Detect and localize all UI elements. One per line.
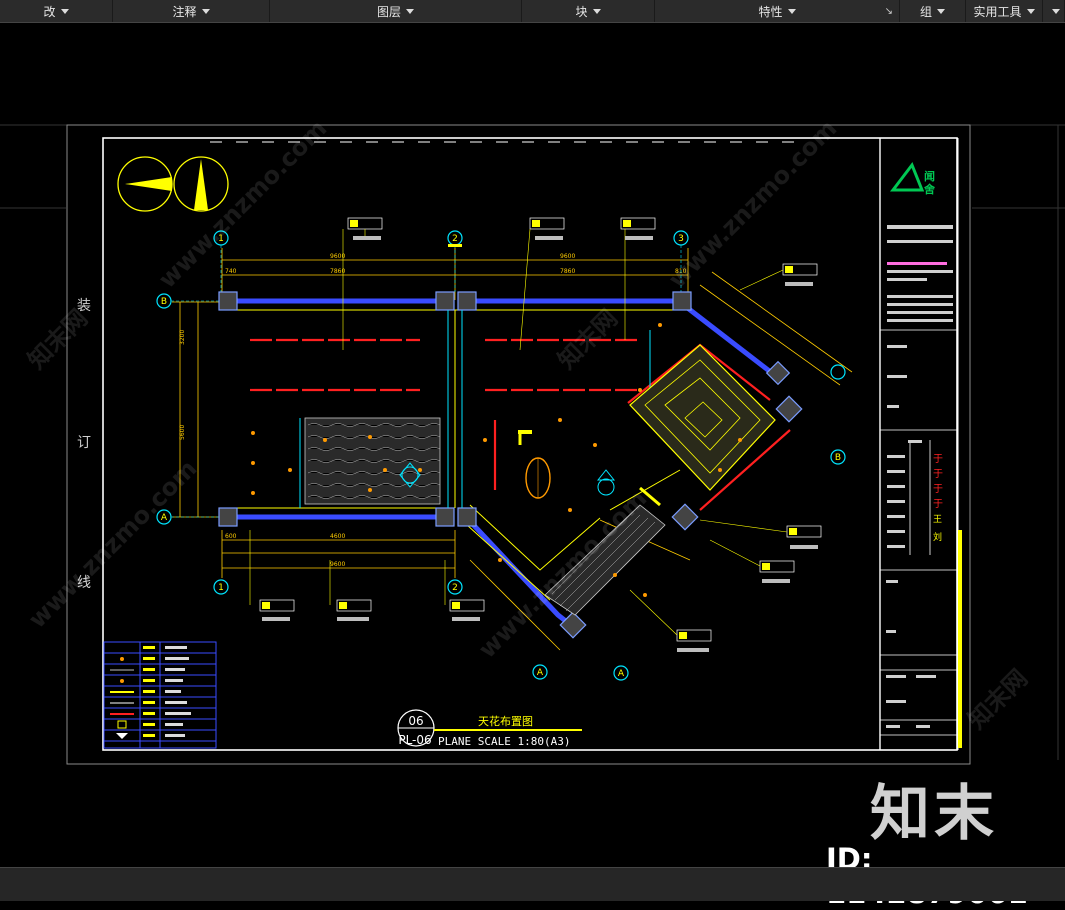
- chevron-down-icon: [787, 8, 796, 14]
- grid-label: 1: [218, 583, 224, 593]
- binding-mark: 线: [77, 575, 91, 591]
- layers-panel-dropdown[interactable]: 图层: [270, 0, 522, 22]
- block-panel-label: 块: [575, 4, 588, 19]
- svg-text:7860: 7860: [560, 268, 575, 275]
- layers-panel-label: 图层: [376, 4, 401, 19]
- grid-label: 1: [218, 234, 224, 244]
- modify-panel-dropdown[interactable]: 改: [0, 0, 113, 22]
- chevron-down-icon: [406, 8, 414, 14]
- grid-label: A: [161, 513, 168, 523]
- legend-table: [103, 641, 217, 749]
- ribbon-panel-bar: 改 注释 图层 块 特性 ↘ 组 实用工具: [0, 0, 1065, 23]
- chevron-down-icon: [1026, 8, 1035, 14]
- company-logo-icon: 闻 舍: [889, 161, 936, 196]
- svg-text:7860: 7860: [330, 268, 345, 275]
- section-marker-icon: [399, 462, 616, 496]
- chevron-down-icon: [201, 8, 210, 14]
- chevron-down-icon: [1052, 8, 1060, 14]
- chevron-down-icon: [60, 8, 69, 14]
- svg-text:740: 740: [225, 268, 237, 275]
- svg-text:5600: 5600: [179, 425, 186, 440]
- dimension-lines: [172, 248, 853, 651]
- grid-label: B: [161, 297, 167, 307]
- dialog-launcher-icon[interactable]: ↘: [884, 5, 893, 17]
- chevron-down-icon: [592, 8, 601, 14]
- block-panel-dropdown[interactable]: 块: [522, 0, 655, 22]
- utilities-panel-label: 实用工具: [973, 4, 1022, 19]
- utilities-panel-dropdown[interactable]: 实用工具: [966, 0, 1043, 22]
- drawing-number: 06: [408, 714, 423, 728]
- svg-text:于: 于: [933, 499, 943, 510]
- chevron-down-icon: [937, 8, 945, 14]
- drawing-code: PL-06: [398, 733, 431, 747]
- group-panel-label: 组: [919, 4, 932, 19]
- svg-text:9600: 9600: [560, 253, 575, 260]
- drawing-scale: PLANE SCALE 1:80(A3): [438, 735, 570, 748]
- site-logo: 知末: [870, 779, 998, 849]
- drawing-frame: [102, 137, 958, 751]
- more-panel-dropdown[interactable]: [1043, 0, 1065, 22]
- drawing-title-block: 06 PL-06 天花布置图 PLANE SCALE 1:80(A3): [397, 709, 582, 748]
- svg-text:闻: 闻: [924, 169, 935, 183]
- svg-text:9600: 9600: [330, 561, 345, 568]
- grid-label: 2: [452, 583, 458, 593]
- title-block: [880, 329, 958, 736]
- ceiling-height-tag: [259, 217, 822, 642]
- drawing-title: 天花布置图: [478, 715, 533, 728]
- annotation-panel-label: 注释: [172, 4, 197, 19]
- grid-label: 3: [678, 234, 684, 244]
- svg-text:9600: 9600: [330, 253, 345, 260]
- group-panel-dropdown[interactable]: 组: [900, 0, 966, 22]
- grid-label: 2: [452, 234, 458, 244]
- svg-text:王: 王: [933, 514, 942, 525]
- properties-panel-dropdown[interactable]: 特性 ↘: [655, 0, 900, 22]
- svg-text:于: 于: [933, 484, 943, 495]
- status-bar: [0, 867, 1065, 901]
- svg-text:600: 600: [225, 533, 237, 540]
- binding-mark: 装: [77, 298, 91, 314]
- svg-text:舍: 舍: [924, 182, 936, 196]
- grid-label: B: [835, 453, 841, 463]
- modify-panel-label: 改: [43, 4, 56, 19]
- grid-label: A: [537, 668, 544, 678]
- paper-sheet-border: [66, 124, 971, 765]
- annotation-panel-dropdown[interactable]: 注释: [113, 0, 270, 22]
- grid-label: A: [618, 669, 625, 679]
- north-arrow-icon: [117, 156, 229, 212]
- properties-panel-label: 特性: [758, 4, 783, 19]
- svg-text:4600: 4600: [330, 533, 345, 540]
- svg-text:3200: 3200: [179, 330, 186, 345]
- svg-text:刘: 刘: [933, 531, 942, 543]
- binding-mark: 订: [77, 435, 91, 451]
- svg-text:于: 于: [933, 469, 943, 480]
- svg-text:于: 于: [933, 454, 943, 465]
